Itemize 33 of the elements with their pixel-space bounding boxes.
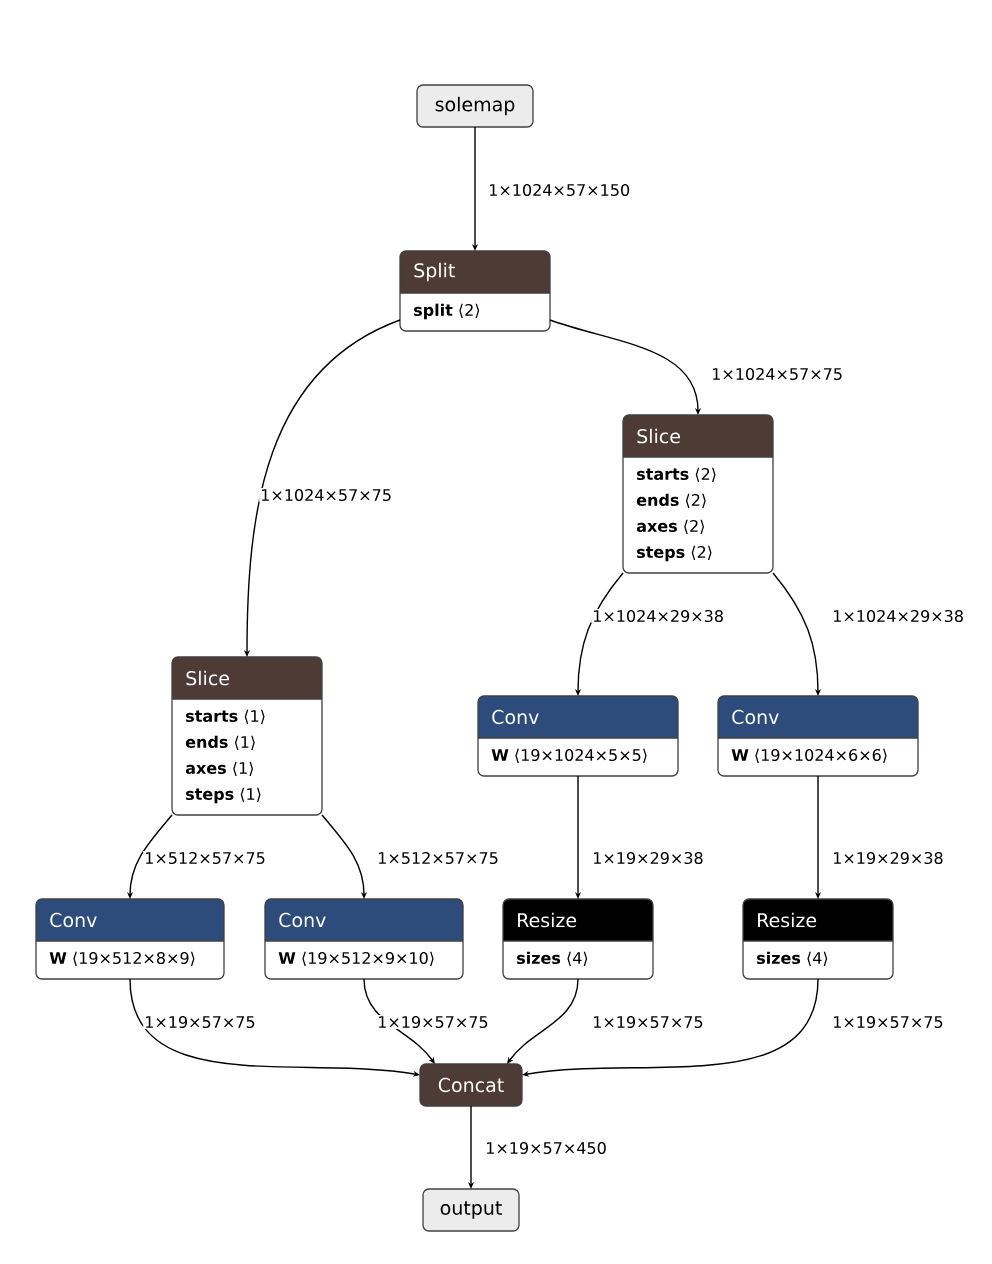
- edge-label: 1×19×57×75: [376, 1014, 490, 1030]
- edge-label: 1×19×57×75: [591, 1014, 705, 1030]
- edge-label: 1×19×29×38: [831, 850, 945, 866]
- edge-label: 1×1024×29×38: [831, 608, 966, 624]
- edge-label: 1×1024×57×75: [710, 366, 845, 382]
- arrow: [522, 978, 819, 1077]
- operator-box: Conv W ⟨19×512×8×9⟩: [35, 898, 225, 980]
- edge-label: 1×19×57×75: [143, 1014, 257, 1030]
- arrow: [129, 978, 420, 1077]
- operator-box: Split split ⟨2⟩: [399, 250, 551, 332]
- arrow: [363, 978, 435, 1064]
- edge-label: 1×512×57×75: [143, 850, 267, 866]
- operator-box: Slice starts ⟨1⟩ ends ⟨1⟩ axes ⟨1⟩ steps ⟨1⟩: [171, 656, 323, 816]
- operator-box: Resize sizes ⟨4⟩: [742, 898, 894, 980]
- edge-label: 1×19×57×450: [484, 1140, 608, 1156]
- io-box: output: [422, 1188, 520, 1232]
- operator-box: Slice starts ⟨2⟩ ends ⟨2⟩ axes ⟨2⟩ steps ⟨2⟩: [622, 414, 774, 574]
- operator-box: Resize sizes ⟨4⟩: [502, 898, 654, 980]
- operator-box: Conv W ⟨19×1024×5×5⟩: [477, 695, 679, 777]
- edge-label: 1×19×57×75: [831, 1014, 945, 1030]
- edge-label: 1×1024×57×150: [487, 182, 632, 198]
- arrow: [321, 814, 368, 899]
- edge-label: 1×19×29×38: [591, 850, 705, 866]
- operator-box: Concat: [419, 1063, 523, 1107]
- arrow: [549, 319, 702, 415]
- operator-box: Conv W ⟨19×512×9×10⟩: [264, 898, 464, 980]
- edge-label: 1×512×57×75: [376, 850, 500, 866]
- io-box: solemap: [416, 84, 534, 128]
- edge-label: 1×1024×29×38: [591, 608, 726, 624]
- edge-label: 1×1024×57×75: [259, 487, 394, 503]
- operator-box: Conv W ⟨19×1024×6×6⟩: [717, 695, 919, 777]
- arrow: [507, 978, 579, 1064]
- arrow: [772, 572, 822, 696]
